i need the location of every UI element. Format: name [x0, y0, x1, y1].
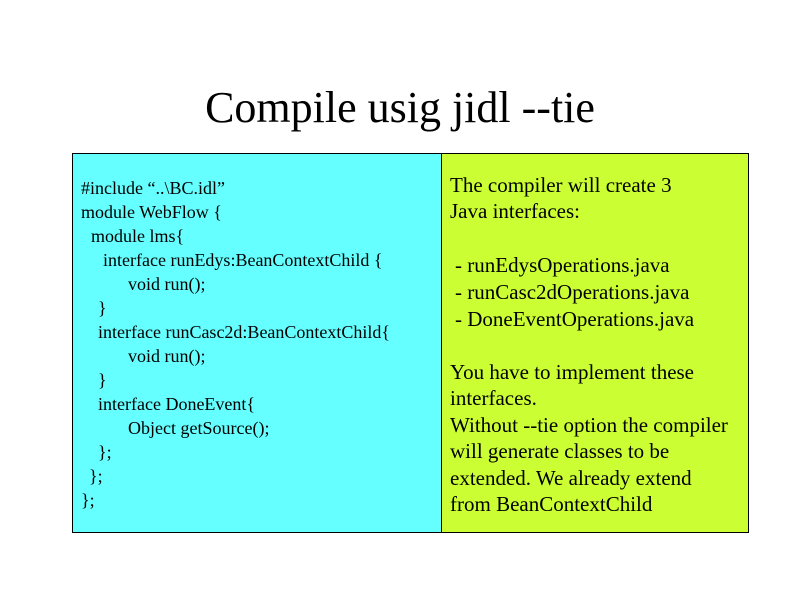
generated-file-item: - runEdysOperations.java [455, 253, 670, 277]
notes-explanation-line: from BeanContextChild [450, 492, 653, 516]
generated-file-item: - runCasc2dOperations.java [455, 280, 690, 304]
code-line: } [98, 370, 107, 390]
generated-file-item: - DoneEventOperations.java [455, 307, 695, 331]
code-line: } [98, 298, 107, 318]
code-line: void run(); [128, 346, 206, 366]
notes-explanation-line: Without --tie option the compiler [450, 413, 728, 437]
notes-explanation-line: will generate classes to be [450, 439, 670, 463]
notes-explanation-line: interfaces. [450, 386, 537, 410]
code-line: Object getSource(); [128, 418, 270, 438]
code-line: }; [89, 466, 103, 486]
code-line: void run(); [128, 274, 206, 294]
notes-panel: The compiler will create 3 Java interfac… [441, 153, 749, 533]
code-panel: #include “..\BC.idl” module WebFlow { mo… [72, 153, 442, 533]
notes-intro-line: The compiler will create 3 [450, 173, 672, 197]
code-line: #include “..\BC.idl” [81, 178, 225, 198]
code-line: interface DoneEvent{ [98, 394, 256, 414]
notes-explanation-line: You have to implement these [450, 360, 695, 384]
code-line: module WebFlow { [81, 202, 222, 222]
notes-intro-line: Java interfaces: [450, 199, 581, 223]
code-line: interface runCasc2d:BeanContextChild{ [98, 322, 391, 342]
code-line: interface runEdys:BeanContextChild { [103, 250, 383, 270]
notes-explanation-line: extended. We already extend [450, 466, 692, 490]
code-line: }; [98, 442, 112, 462]
code-line: }; [81, 490, 95, 510]
slide-title: Compile usig jidl --tie [205, 83, 595, 132]
code-line: module lms{ [91, 226, 185, 246]
